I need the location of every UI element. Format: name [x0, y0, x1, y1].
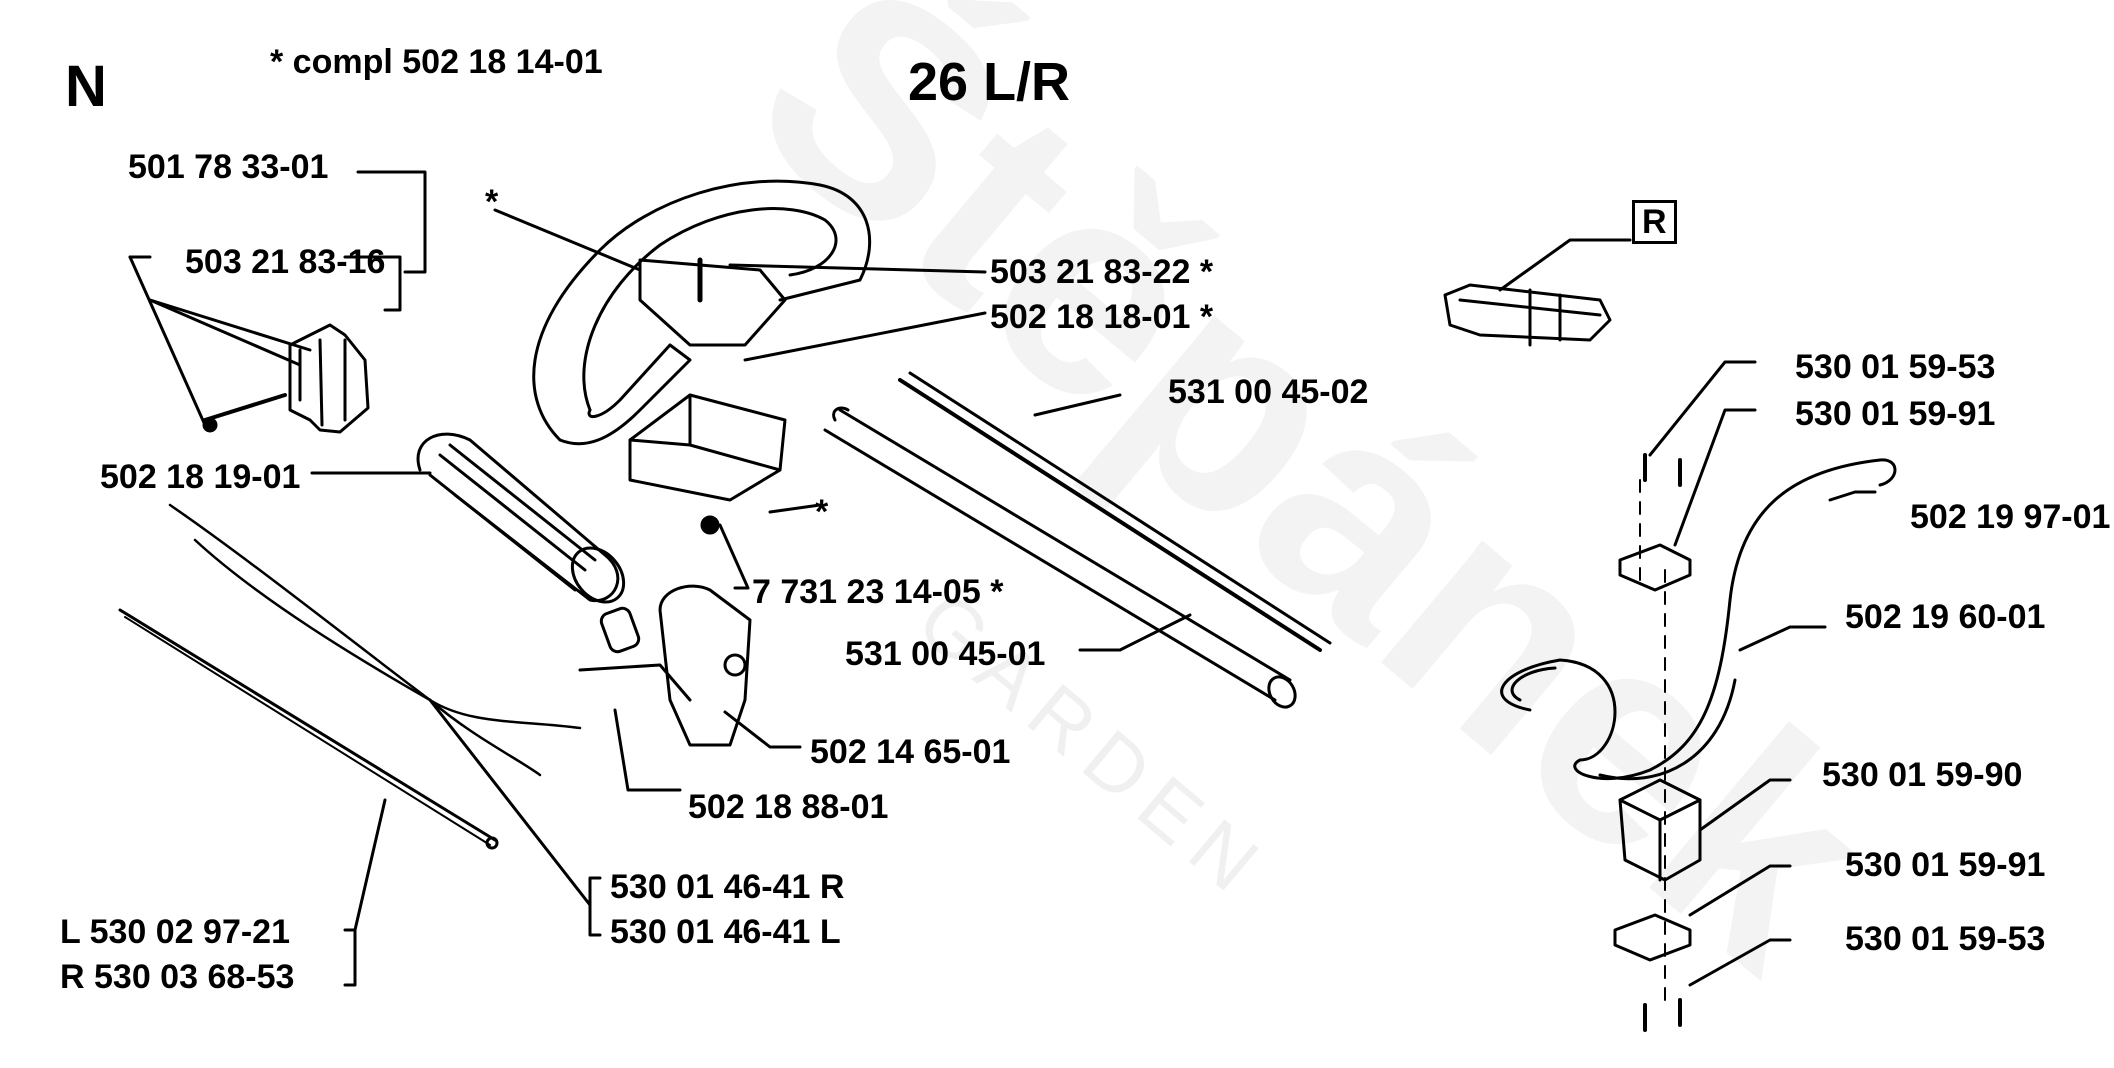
bar-clamp [1613, 453, 1702, 1032]
complete-note: * compl 502 18 14-01 [270, 43, 603, 81]
cables [118, 503, 582, 850]
part-502-18-19-01: 502 18 19-01 [100, 458, 301, 496]
part-531-00-45-02: 531 00 45-02 [1168, 373, 1369, 411]
handle-clamp-lower [628, 393, 787, 535]
star-mid: * [815, 493, 829, 531]
loop-handle [532, 179, 872, 446]
part-l-530-02-97-21: L 530 02 97-21 [60, 913, 290, 951]
part-502-18-88-01: 502 18 88-01 [688, 788, 889, 826]
part-503-21-83-16: 503 21 83-16 [185, 243, 386, 281]
part-502-19-60-01: 502 19 60-01 [1845, 598, 2046, 636]
star-top: * [485, 183, 499, 221]
bike-handle-bar [1500, 458, 1897, 781]
part-r-530-03-68-53: R 530 03 68-53 [60, 958, 295, 996]
part-7-731-23-14-05: 7 731 23 14-05 * [752, 573, 1004, 611]
part-502-14-65-01: 502 14 65-01 [810, 733, 1011, 771]
part-531-00-45-01: 531 00 45-01 [845, 635, 1046, 673]
r-variant-marker: R [1632, 200, 1677, 244]
throttle-housing [578, 584, 752, 747]
part-530-01-46-41-l: 530 01 46-41 L [610, 913, 841, 951]
leader-lines [128, 170, 1192, 987]
model-title: 26 L/R [908, 52, 1071, 112]
part-502-19-97-01: 502 19 97-01 [1910, 498, 2111, 536]
part-530-01-59-53-bot: 530 01 59-53 [1845, 920, 2046, 958]
part-501-78-33-01: 501 78 33-01 [128, 148, 329, 186]
grip-r [1443, 283, 1612, 347]
part-530-01-59-91-bot: 530 01 59-91 [1845, 846, 2046, 884]
part-530-01-46-41-r: 530 01 46-41 R [610, 868, 845, 906]
part-530-01-59-53-top: 530 01 59-53 [1795, 348, 1996, 386]
grip-sleeve [416, 432, 626, 604]
leader-lines-right [1498, 238, 1877, 1011]
part-530-01-59-91-top: 530 01 59-91 [1795, 395, 1996, 433]
clamp-bracket [202, 323, 370, 434]
shafts [823, 371, 1332, 709]
part-503-21-83-22: 503 21 83-22 * [990, 253, 1214, 291]
part-530-01-59-90: 530 01 59-90 [1822, 756, 2023, 794]
section-letter: N [65, 54, 107, 119]
part-502-18-18-01: 502 18 18-01 * [990, 298, 1214, 336]
